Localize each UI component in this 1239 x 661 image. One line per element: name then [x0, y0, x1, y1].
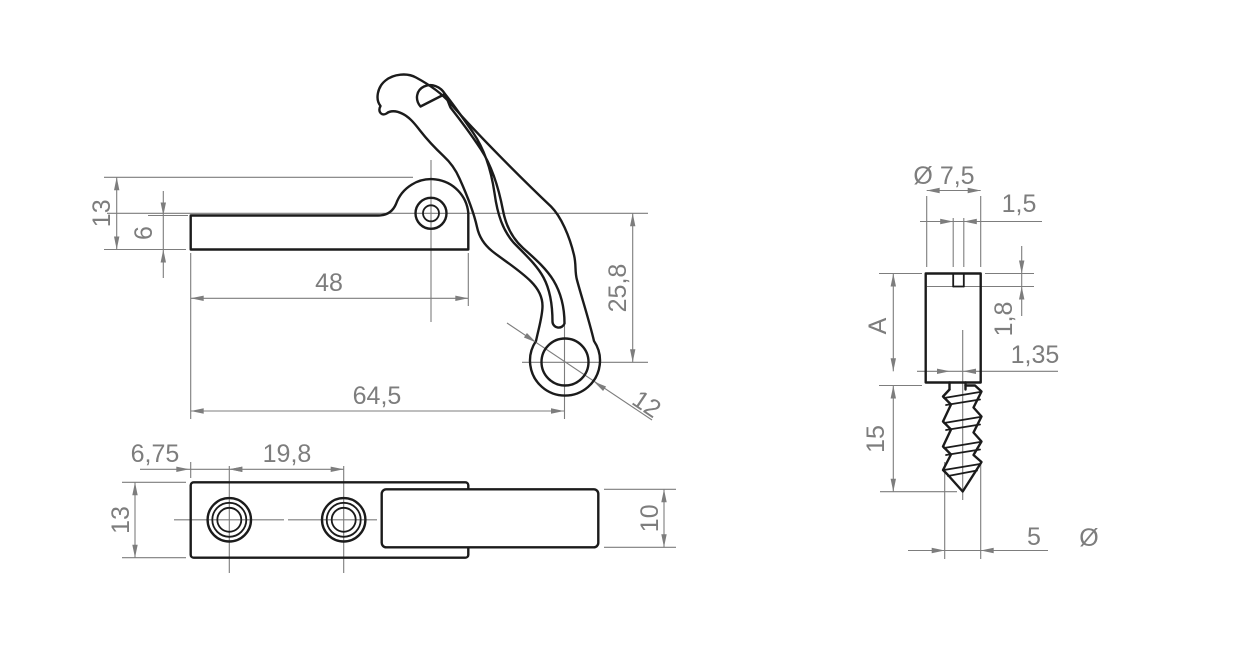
dim-overall-64-5: 64,5 [353, 382, 402, 410]
dim-eccentricity-1-35: 1,35 [1011, 341, 1060, 369]
pivot-rivet-outer [414, 196, 448, 231]
latch-plan-view: 13 6,75 19,8 10 [107, 440, 676, 573]
dim-hole-spacing-19-8: 19,8 [263, 440, 312, 468]
latch-side-view: 13 6 48 64,5 25,8 12 [88, 73, 666, 424]
plan-screw-hole-1 [206, 496, 253, 543]
dim-thread-diameter-5: 5 [1027, 523, 1041, 551]
dim-lever-width-10: 10 [636, 504, 664, 532]
dim-thickness-6: 6 [130, 226, 158, 240]
pin-extension-lines [879, 196, 1034, 559]
dim-ring-12: 12 [627, 385, 666, 424]
dim-plan-width-13: 13 [107, 506, 135, 534]
pivot-rivet-inner [422, 204, 440, 223]
pin-head-cylinder [924, 272, 982, 384]
plan-screw-hole-2 [320, 496, 367, 543]
dim-slot-width-1-5: 1,5 [1002, 190, 1037, 218]
pin-head-slot [952, 272, 965, 288]
hook-lever-slot [415, 83, 566, 329]
dim-head-diameter: Ø 7,5 [913, 162, 974, 190]
dim-drop-25-8: 25,8 [604, 264, 632, 313]
screw-pin-view: Ø 7,5 1,5 1,8 A 1,35 15 5 Ø [862, 162, 1099, 559]
dim-height-13: 13 [88, 199, 116, 227]
latch-side-centerlines [107, 160, 648, 419]
dim-slot-depth-1-8: 1,8 [990, 302, 1018, 337]
dimension-arrowheads [113, 177, 1025, 558]
dim-length-48: 48 [315, 269, 343, 297]
dim-thread-length-15: 15 [862, 425, 890, 453]
plan-lever-arm [380, 488, 600, 549]
lever-ring-inner [540, 337, 590, 387]
screw-thread-helix-lines [943, 391, 981, 477]
hook-lever-outline [376, 73, 602, 397]
dim-head-length-A: A [864, 317, 892, 334]
diameter-symbol: Ø [1079, 524, 1098, 552]
latch-side-extension-lines [104, 176, 469, 419]
latch-base-plate-outline [189, 177, 470, 251]
dim-hole-offset-6-75: 6,75 [131, 440, 180, 468]
